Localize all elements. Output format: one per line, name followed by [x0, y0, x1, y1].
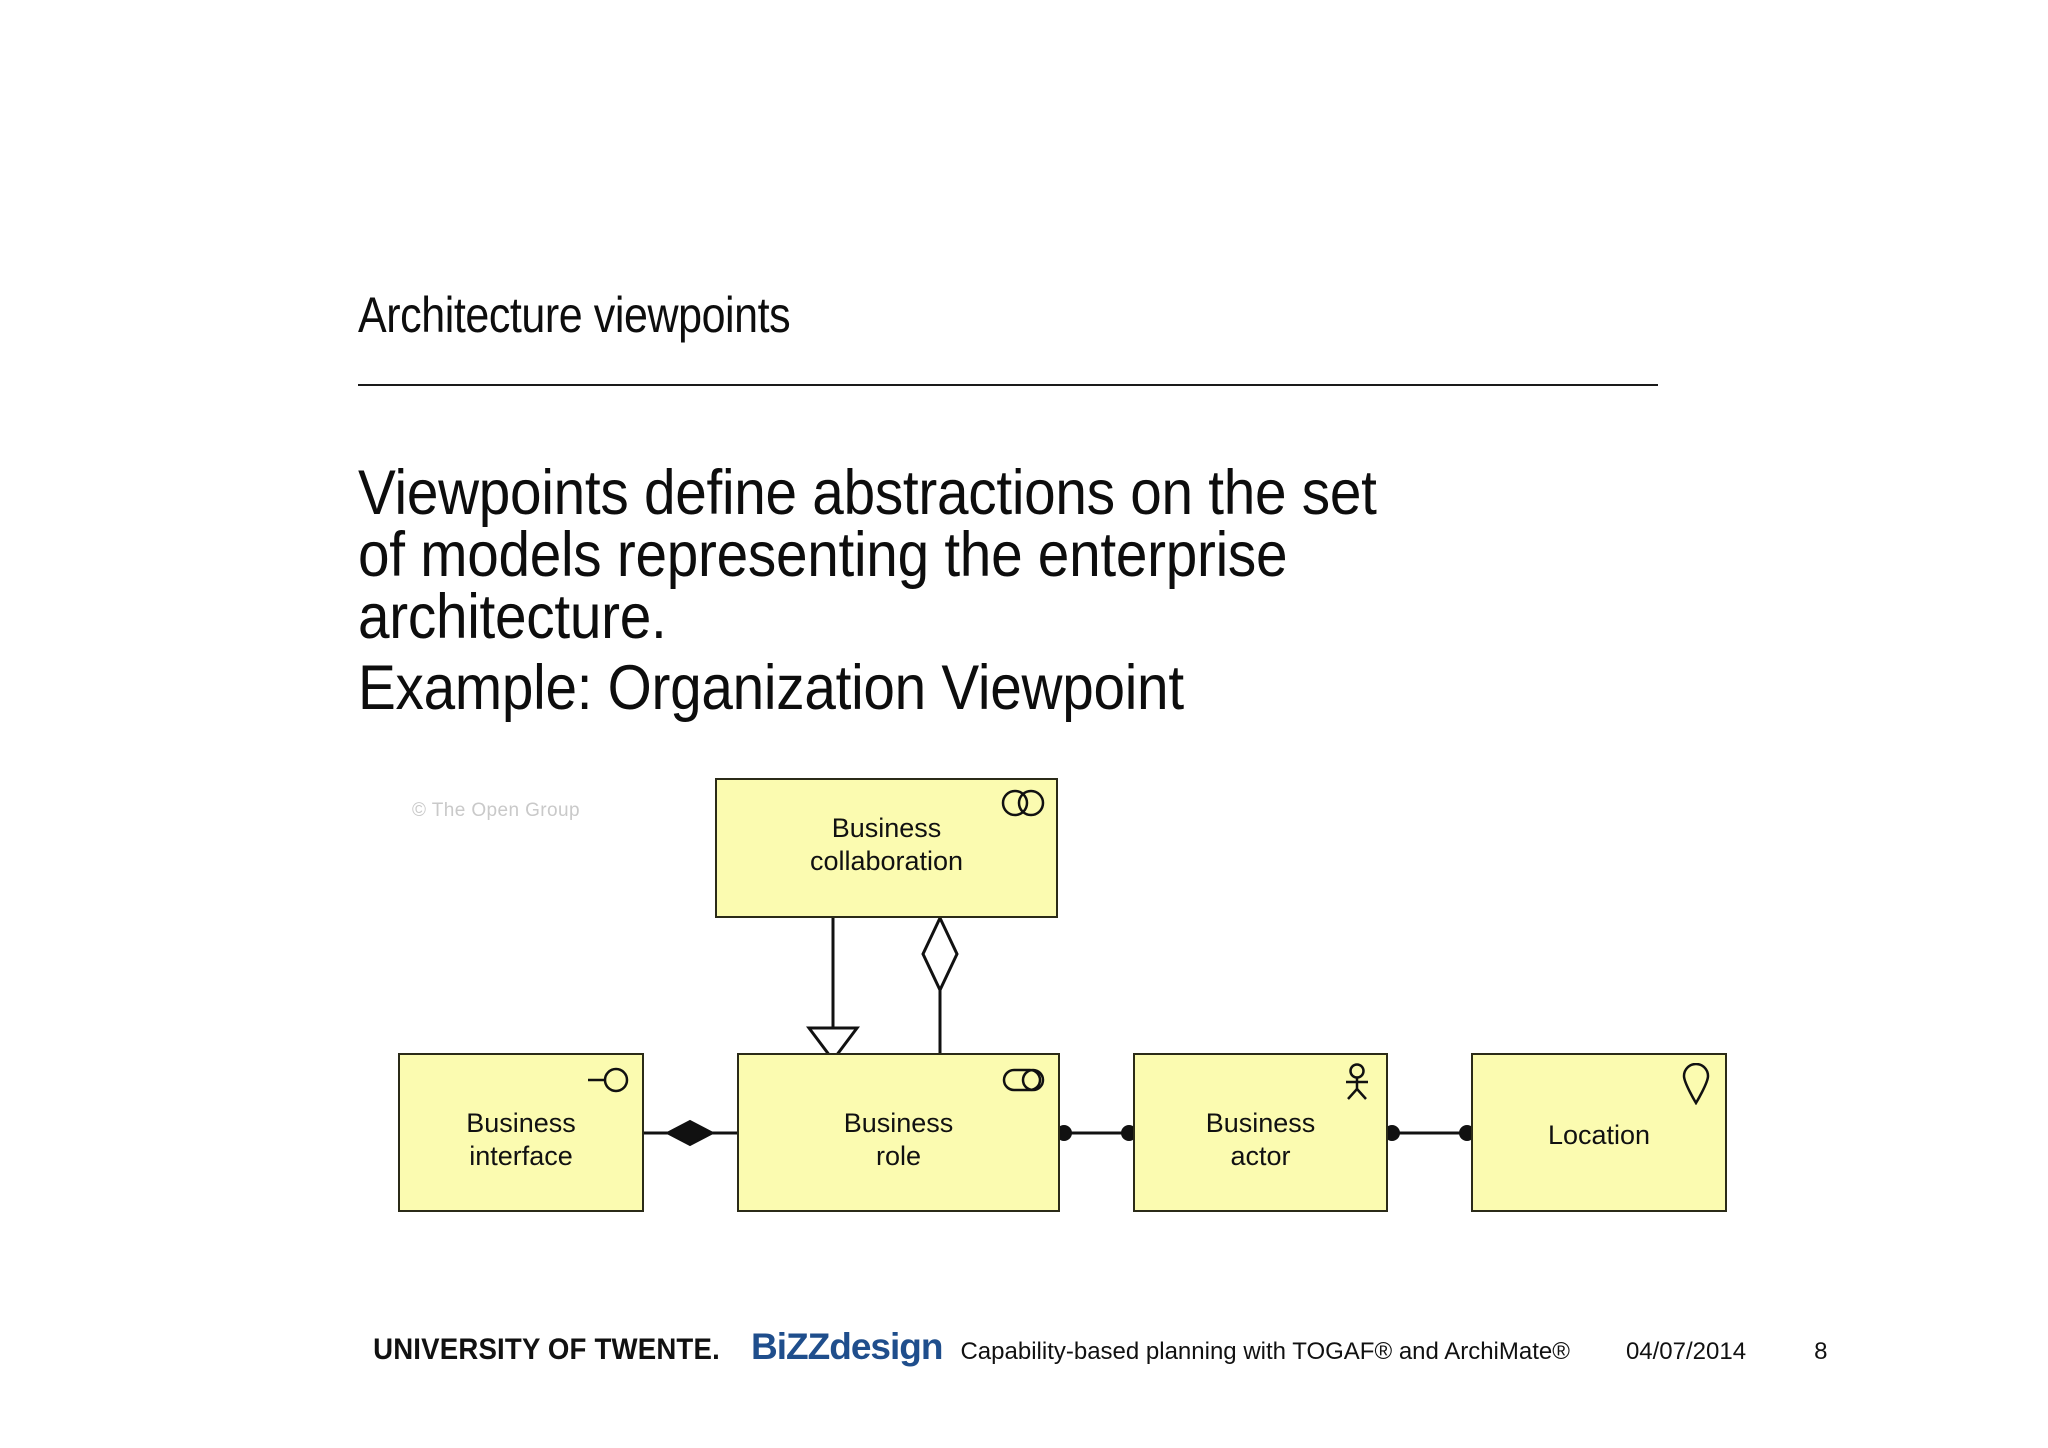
node-label-line-1: Location: [1547, 1120, 1651, 1150]
business-actor-icon: [1346, 1063, 1368, 1100]
title-divider: [358, 384, 1658, 386]
body-text-block: Viewpoints define abstractions on the se…: [358, 458, 1878, 723]
node-label-line-1: Business: [466, 1108, 576, 1138]
node-label-line-2: actor: [1230, 1141, 1291, 1171]
footer-partner-logo: BiZZdesign: [751, 1326, 943, 1367]
node-label: Business collaboration: [717, 812, 1056, 878]
footer-page-number: 8: [1814, 1338, 1828, 1365]
diagram-node-business-actor[interactable]: Business actor: [1133, 1053, 1388, 1212]
body-paragraph-2: Example: Organization Viewpoint: [358, 653, 1878, 723]
diagram-node-business-interface[interactable]: Business interface: [398, 1053, 644, 1212]
node-label-line-1: Business: [831, 813, 942, 843]
body-line: Example: Organization Viewpoint: [358, 653, 1184, 723]
body-line: architecture.: [358, 582, 667, 652]
page-title: Architecture viewpoints: [358, 287, 791, 343]
node-label: Location: [1473, 1119, 1725, 1152]
organization-viewpoint-diagram: © The Open Group: [380, 760, 1780, 1240]
slide-footer: UNIVERSITY OF TWENTE. BiZZdesign Capabil…: [358, 1326, 1958, 1372]
footer-subject: Capability-based planning with TOGAF® an…: [960, 1338, 1570, 1365]
node-label-line-2: interface: [469, 1141, 573, 1171]
relation-composition-interface-role: [644, 1119, 737, 1147]
relation-aggregation-collaboration-role: [921, 914, 959, 1053]
business-interface-icon: [588, 1067, 629, 1093]
diagram-node-business-collaboration[interactable]: Business collaboration: [715, 778, 1058, 918]
body-line: Viewpoints define abstractions on the se…: [358, 458, 1377, 528]
node-label-line-1: Business: [1205, 1108, 1316, 1138]
relation-assignment-actor-location: [1384, 1125, 1475, 1141]
relation-specialization-collaboration-role: [806, 918, 860, 1063]
node-label: Business interface: [400, 1107, 642, 1173]
footer-date: 04/07/2014: [1625, 1338, 1747, 1365]
node-label: Business role: [739, 1107, 1058, 1173]
footer-university-logo: UNIVERSITY OF TWENTE.: [373, 1333, 720, 1366]
location-pin-icon: [1682, 1063, 1710, 1105]
node-label-line-1: Business: [843, 1108, 954, 1138]
node-label-line-2: collaboration: [809, 846, 964, 876]
relation-assignment-role-actor: [1056, 1125, 1137, 1141]
diagram-node-business-role[interactable]: Business role: [737, 1053, 1060, 1212]
business-collaboration-icon: [1001, 789, 1045, 817]
business-role-icon: [1002, 1068, 1045, 1092]
node-label-line-2: role: [875, 1141, 922, 1171]
body-line: of models representing the enterprise: [358, 520, 1288, 590]
copyright-watermark: © The Open Group: [412, 800, 580, 821]
diagram-connectors: [644, 914, 1475, 1147]
body-paragraph-1: Viewpoints define abstractions on the se…: [358, 458, 1878, 652]
node-label: Business actor: [1135, 1107, 1386, 1173]
diagram-node-location[interactable]: Location: [1471, 1053, 1727, 1212]
